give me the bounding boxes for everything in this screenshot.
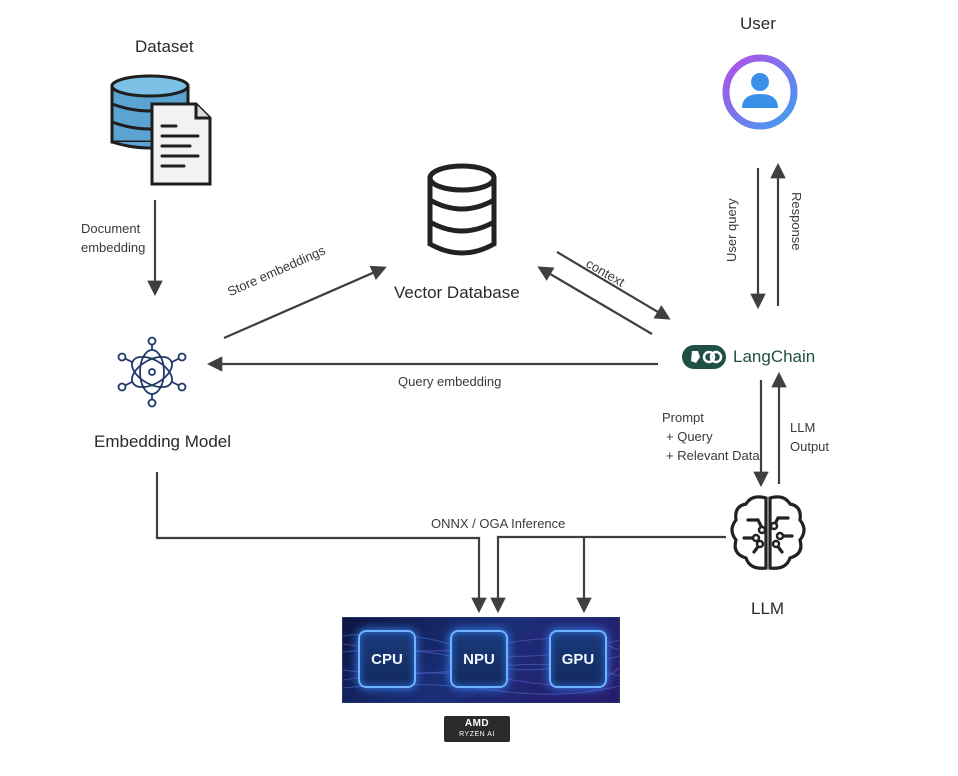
vector-database-icon (427, 163, 497, 256)
context-arrow-to-db (537, 266, 653, 335)
context-arrow-to-langchain (556, 251, 671, 320)
brain-icon (730, 495, 806, 570)
store-embeddings-arrow (223, 265, 387, 340)
ryzen-ai-text: RYZEN AI (459, 731, 495, 738)
dataset-icon (110, 74, 212, 186)
neural-network-icon (117, 336, 187, 408)
amd-ryzen-ai-logo: AMD RYZEN AI (444, 716, 510, 742)
llm-title: LLM (751, 599, 785, 618)
dataset-title: Dataset (135, 37, 194, 56)
document-embedding-label-line2: embedding (81, 240, 146, 255)
llm-to-npu-arrow (490, 535, 726, 614)
query-embedding-label: Query embedding (398, 374, 502, 389)
user-query-label: User query (724, 198, 739, 262)
document-embedding-label-line1: Document (81, 221, 141, 236)
llm-output-label-line2: Output (790, 439, 830, 454)
langchain-logo-icon (682, 345, 726, 369)
npu-chip: NPU (450, 630, 508, 688)
amd-logo-text: AMD (464, 718, 490, 729)
llm-output-label-line1: LLM (790, 420, 816, 435)
response-label: Response (789, 192, 804, 251)
user-avatar-icon (722, 54, 798, 130)
vector-database-title: Vector Database (394, 283, 520, 302)
embedding-model-title: Embedding Model (94, 432, 232, 451)
prompt-label-line1: Prompt (662, 410, 704, 425)
prompt-label-line2: + Query (666, 429, 713, 444)
inference-label: ONNX / OGA Inference (431, 516, 566, 531)
embedding-to-hw-arrow (155, 472, 487, 614)
prompt-label-line3: + Relevant Data (666, 448, 760, 463)
langchain-title: LangChain (733, 347, 816, 366)
cpu-chip: CPU (358, 630, 416, 688)
gpu-chip: GPU (549, 630, 607, 688)
user-title: User (740, 14, 776, 33)
